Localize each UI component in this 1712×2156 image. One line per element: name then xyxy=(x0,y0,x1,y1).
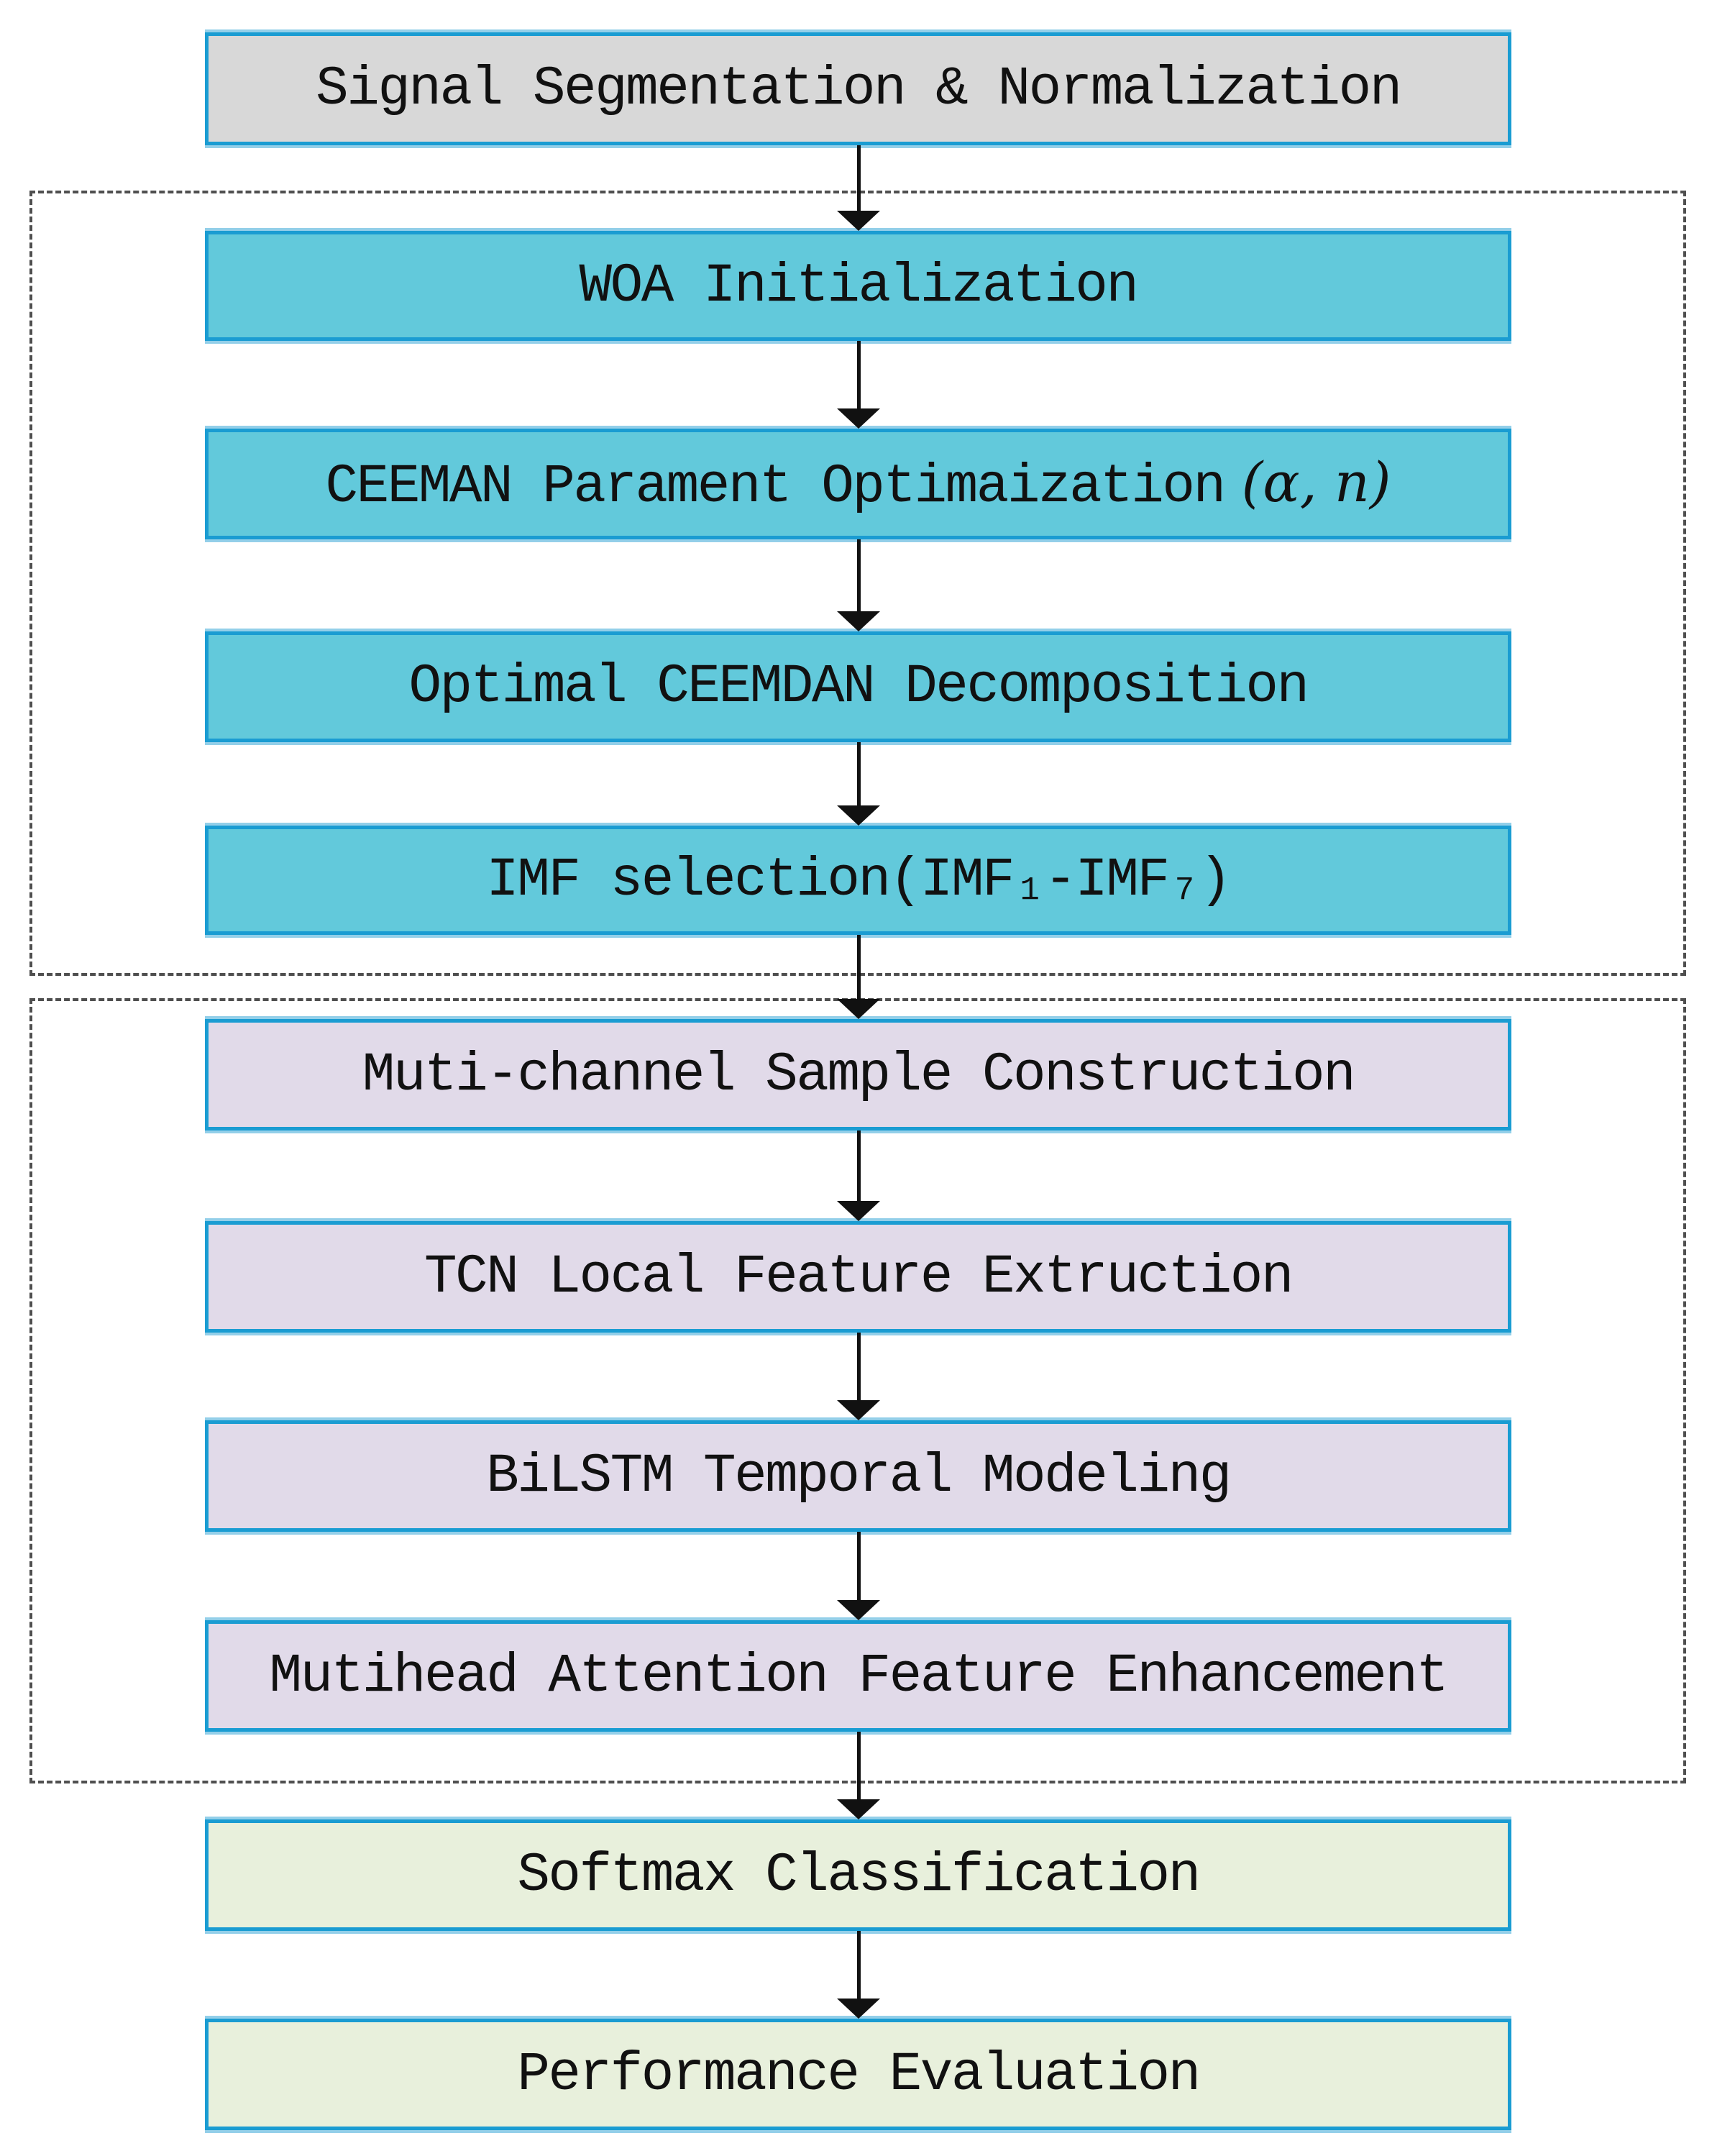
arrow-line xyxy=(857,341,861,411)
flow-arrow xyxy=(837,1333,880,1420)
flow-arrow xyxy=(837,1532,880,1620)
box-label: BiLSTM Temporal Modeling xyxy=(486,1445,1232,1507)
arrow-line xyxy=(857,935,861,1002)
box-label-text: CEEMAN Parament Optimaization xyxy=(325,456,1226,518)
arrow-line xyxy=(857,1532,861,1603)
arrow-head-icon xyxy=(837,1799,880,1819)
arrow-head-icon xyxy=(837,999,880,1019)
arrow-line xyxy=(857,539,861,614)
box-performance-evaluation: Performance Evaluation xyxy=(205,2019,1511,2130)
flow-arrow xyxy=(837,1931,880,2019)
flow-arrow xyxy=(837,341,880,429)
box-label-math: (α, n) xyxy=(1241,450,1391,514)
flow-arrow xyxy=(837,539,880,631)
box-label: IMF selection(IMF₁-IMF₇) xyxy=(486,849,1232,911)
box-ceeman-parament-optimaization: CEEMAN Parament Optimaization(α, n) xyxy=(205,429,1511,539)
arrow-line xyxy=(857,742,861,808)
flow-arrow xyxy=(837,1130,880,1221)
arrow-head-icon xyxy=(837,1600,880,1620)
arrow-head-icon xyxy=(837,211,880,231)
box-bilstm-temporal-modeling: BiLSTM Temporal Modeling xyxy=(205,1420,1511,1532)
box-woa-initialization: WOA Initialization xyxy=(205,231,1511,341)
box-label: Softmax Classification xyxy=(517,1844,1201,1906)
box-label: Mutihead Attention Feature Enhancement xyxy=(269,1645,1449,1707)
flow-arrow xyxy=(837,145,880,231)
flow-arrow xyxy=(837,1732,880,1819)
arrow-line xyxy=(857,1732,861,1802)
arrow-line xyxy=(857,1130,861,1204)
box-optimal-ceemdan-decomposition: Optimal CEEMDAN Decomposition xyxy=(205,631,1511,742)
arrow-head-icon xyxy=(837,611,880,631)
box-signal-segmentation: Signal Segmentation & Normalization xyxy=(205,32,1511,145)
box-label: WOA Initialization xyxy=(579,255,1139,317)
box-label: Signal Segmentation & Normalization xyxy=(316,58,1402,120)
box-softmax-classification: Softmax Classification xyxy=(205,1819,1511,1931)
box-imf-selection: IMF selection(IMF₁-IMF₇) xyxy=(205,826,1511,935)
box-label: CEEMAN Parament Optimaization(α, n) xyxy=(325,450,1391,518)
box-tcn-local-feature-extruction: TCN Local Feature Extruction xyxy=(205,1221,1511,1333)
arrow-head-icon xyxy=(837,805,880,826)
arrow-head-icon xyxy=(837,1400,880,1420)
box-label: TCN Local Feature Extruction xyxy=(424,1246,1294,1308)
box-mutihead-attention-feature-enhancement: Mutihead Attention Feature Enhancement xyxy=(205,1620,1511,1732)
box-muti-channel-sample-construction: Muti-channel Sample Construction xyxy=(205,1019,1511,1130)
arrow-line xyxy=(857,1931,861,2001)
arrow-head-icon xyxy=(837,408,880,429)
flow-arrow xyxy=(837,742,880,826)
arrow-head-icon xyxy=(837,1999,880,2019)
box-label: Optimal CEEMDAN Decomposition xyxy=(408,656,1309,718)
arrow-head-icon xyxy=(837,1201,880,1221)
arrow-line xyxy=(857,1333,861,1403)
box-label: Muti-channel Sample Construction xyxy=(362,1043,1356,1106)
box-label: Performance Evaluation xyxy=(517,2043,1201,2106)
flow-arrow xyxy=(837,935,880,1019)
arrow-line xyxy=(857,145,861,214)
